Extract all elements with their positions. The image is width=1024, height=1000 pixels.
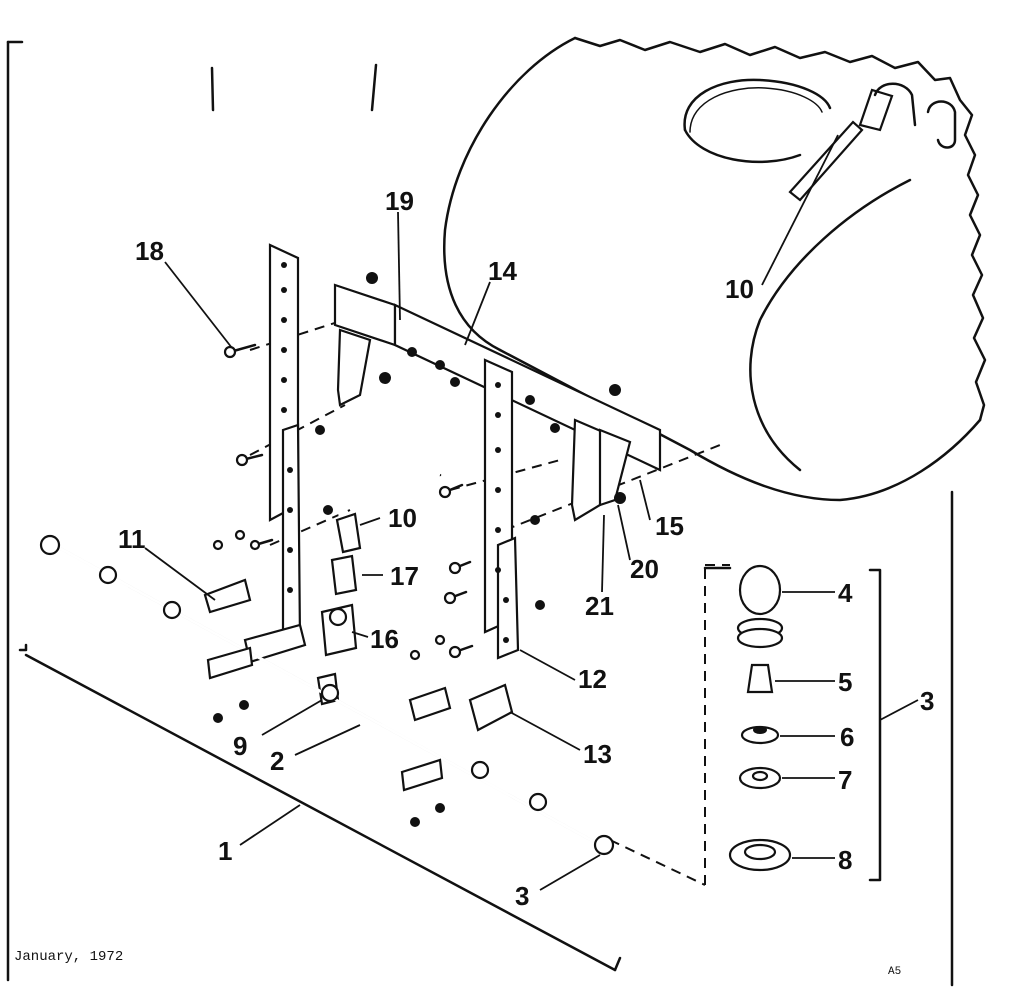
bolts bbox=[223, 343, 545, 659]
callout-11: 11 bbox=[118, 524, 146, 554]
tank-saddle-bracket bbox=[333, 272, 662, 522]
callout-4: 4 bbox=[838, 578, 853, 608]
spray-tank bbox=[443, 36, 987, 502]
callout-20: 20 bbox=[630, 554, 659, 584]
callout-10-tank: 10 bbox=[725, 274, 754, 304]
callout-2: 2 bbox=[270, 746, 284, 776]
footer-code: A5 bbox=[888, 966, 901, 978]
callout-19: 19 bbox=[385, 186, 414, 216]
callout-21: 21 bbox=[585, 591, 614, 621]
callout-9: 9 bbox=[233, 731, 247, 761]
callout-13: 13 bbox=[583, 739, 612, 769]
washer-7 bbox=[738, 766, 782, 790]
callout-1: 1 bbox=[218, 836, 232, 866]
callout-8: 8 bbox=[838, 845, 852, 875]
callout-14: 14 bbox=[488, 256, 517, 286]
strainer-6 bbox=[740, 725, 780, 745]
page-margin-marks bbox=[6, 40, 954, 987]
callout-6: 6 bbox=[840, 722, 854, 752]
nozzle-parts bbox=[703, 564, 882, 882]
callout-15: 15 bbox=[655, 511, 684, 541]
frame-uprights bbox=[243, 243, 520, 732]
callout-labels: 18 19 14 10 15 20 21 10 17 16 11 12 13 9… bbox=[118, 186, 934, 911]
callout-5: 5 bbox=[838, 667, 852, 697]
callout-3-nozzle: 3 bbox=[920, 686, 934, 716]
spray-boom bbox=[39, 529, 615, 856]
callout-16: 16 bbox=[370, 624, 399, 654]
assembly-bracket-1 bbox=[18, 643, 622, 972]
upright-holes bbox=[281, 262, 509, 643]
cap-nut-8 bbox=[728, 838, 792, 872]
nozzle-body-4 bbox=[736, 564, 784, 649]
callout-18: 18 bbox=[135, 236, 164, 266]
callout-17: 17 bbox=[390, 561, 419, 591]
callout-12: 12 bbox=[578, 664, 607, 694]
callout-10-hose: 10 bbox=[388, 503, 417, 533]
callout-7: 7 bbox=[838, 765, 852, 795]
callout-3-boom: 3 bbox=[515, 881, 529, 911]
footer-date: January, 1972 bbox=[14, 949, 123, 965]
hose-and-fittings bbox=[316, 462, 442, 706]
nozzle-tip-5 bbox=[746, 663, 774, 694]
leader-lines bbox=[144, 134, 919, 891]
